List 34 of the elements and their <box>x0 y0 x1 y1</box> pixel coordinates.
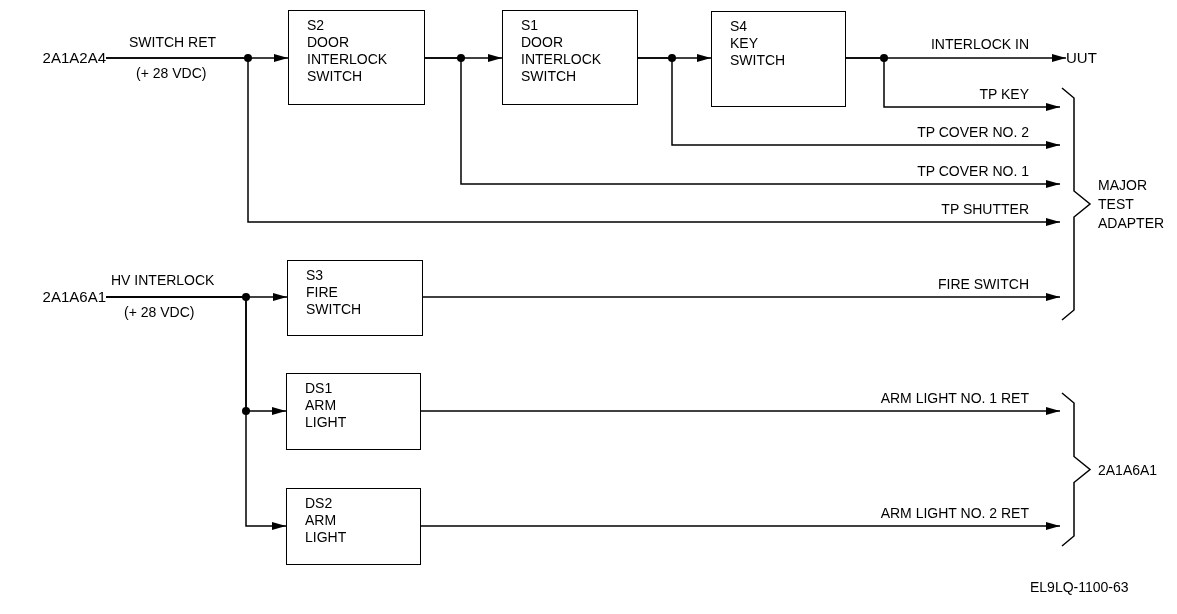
connector-arrow <box>845 57 1061 111</box>
process-box <box>711 11 846 107</box>
box-text: ARM LIGHT <box>305 512 347 546</box>
box-text: DOOR INTERLOCK SWITCH <box>521 34 602 85</box>
box-title: S1 <box>521 17 539 34</box>
terminal-label: 2A1A6A1 <box>14 287 106 307</box>
box-title: DS1 <box>305 380 333 397</box>
box-title: S4 <box>730 18 748 35</box>
process-box <box>287 260 423 336</box>
process-box <box>286 488 421 565</box>
annotation-label: (+ 28 VDC) <box>136 64 207 83</box>
box-title: S3 <box>306 267 324 284</box>
connector-arrow <box>420 522 1061 530</box>
connector-arrow <box>422 293 1061 301</box>
box-text: DOOR INTERLOCK SWITCH <box>307 34 388 85</box>
box-text: FIRE SWITCH <box>306 284 362 318</box>
connector-arrow <box>105 57 1061 226</box>
process-box <box>286 373 421 450</box>
connector-arrow <box>420 407 1061 415</box>
connector-arrow <box>105 296 287 530</box>
connector-label: MAJOR TEST ADAPTER <box>1098 175 1165 233</box>
box-title: S2 <box>307 17 325 34</box>
process-box <box>288 10 425 105</box>
terminal-label: 2A1A2A4 <box>14 48 106 68</box>
box-text: KEY SWITCH <box>730 35 786 69</box>
box-title: DS2 <box>305 495 333 512</box>
process-box <box>502 10 638 105</box>
connector-arrow <box>424 57 1061 188</box>
terminal-label: UUT <box>1066 48 1106 68</box>
annotation-label: (+ 28 VDC) <box>124 303 195 322</box>
connector-arrow <box>637 57 1061 149</box>
box-text: ARM LIGHT <box>305 397 347 431</box>
connector-label: 2A1A6A1 <box>1098 460 1158 479</box>
figure-code: EL9LQ-1100-63 <box>1030 578 1129 597</box>
